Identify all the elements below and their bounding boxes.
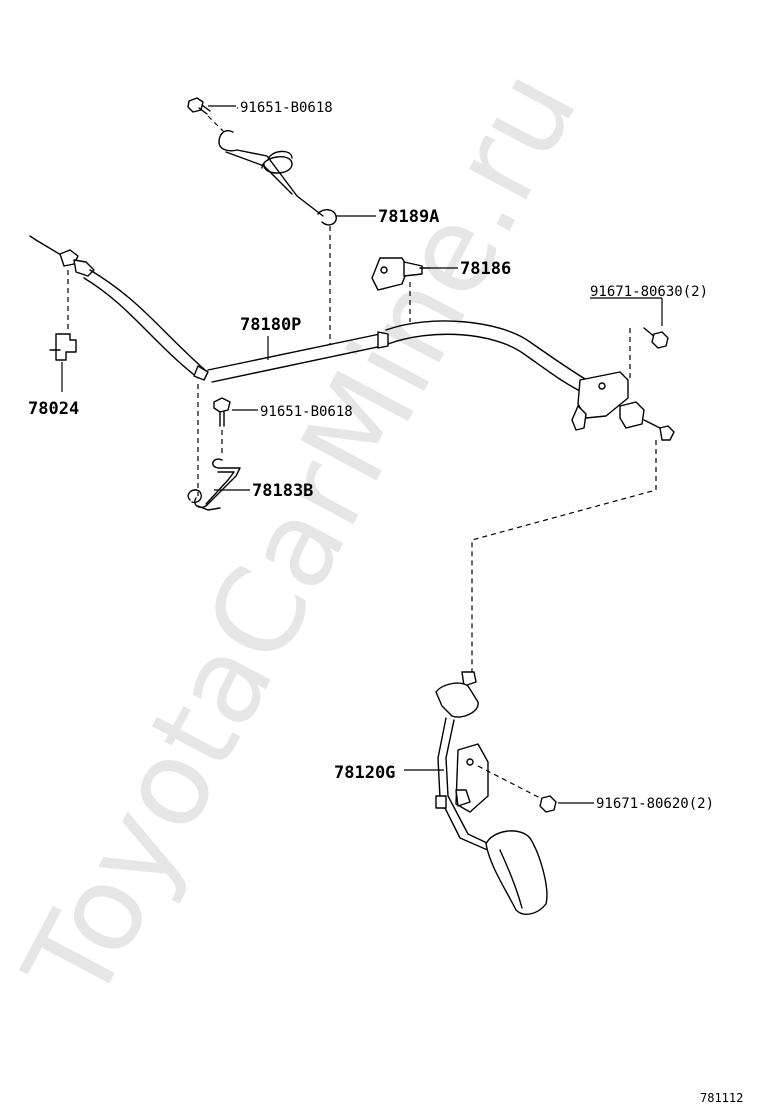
spring-78189a-icon[interactable] (218, 130, 337, 226)
label-91671-80620[interactable]: 91671-80620(2) (596, 796, 714, 812)
bolt-pedal-icon[interactable] (539, 795, 557, 813)
clamp-78183b-icon[interactable] (187, 458, 241, 511)
label-78180p[interactable]: 78180P (240, 315, 301, 335)
clip-bolt-upper-icon[interactable] (187, 97, 211, 115)
connector-78024-icon[interactable] (49, 333, 77, 361)
label-78186[interactable]: 78186 (460, 259, 511, 279)
label-78120g[interactable]: 78120G (334, 763, 395, 783)
label-91651-b0618-upper[interactable]: 91651-B0618 (240, 100, 333, 116)
label-78024[interactable]: 78024 (28, 399, 79, 419)
label-78183b[interactable]: 78183B (252, 481, 313, 501)
accelerator-pedal-icon[interactable] (435, 671, 548, 915)
label-78189a[interactable]: 78189A (378, 207, 439, 227)
label-91671-80630[interactable]: 91671-80630(2) (590, 284, 708, 300)
cable-end-bracket-icon[interactable] (571, 371, 675, 441)
bracket-78186-icon[interactable] (371, 257, 431, 291)
diagram-code: 781112 (700, 1091, 743, 1105)
clip-bolt-lower-icon[interactable] (213, 397, 231, 427)
accelerator-cable-icon[interactable] (29, 235, 591, 393)
bolt-upper-right-icon[interactable] (643, 327, 669, 349)
label-91651-b0618-lower[interactable]: 91651-B0618 (260, 404, 353, 420)
